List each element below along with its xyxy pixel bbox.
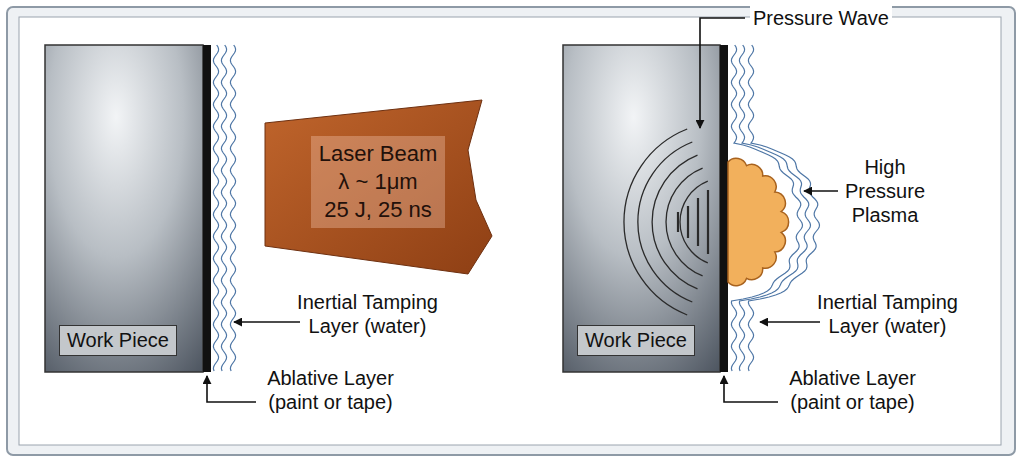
callout-label: Pressure Wave [750, 6, 892, 30]
work-piece [563, 45, 720, 372]
beam-text-panel: Laser Beamλ ~ 1μm25 J, 25 ns [311, 136, 446, 228]
beam-spec: Laser Beam [319, 140, 438, 168]
beam-spec: 25 J, 25 ns [319, 196, 438, 224]
callout-label: Inertial Tamping Layer (water) [280, 290, 455, 338]
callout-label: Inertial Tamping Layer (water) [800, 290, 975, 338]
ablative-layer [720, 45, 728, 372]
outer-frame [7, 7, 1015, 455]
part-label: Work Piece [577, 325, 695, 356]
work-piece: Work Piece [563, 45, 720, 372]
part-label: Work Piece [59, 325, 177, 356]
work-piece [45, 45, 203, 372]
callout-label: High Pressure Plasma [835, 155, 935, 227]
callout-label: Ablative Layer (paint or tape) [770, 366, 935, 414]
leader-lines [207, 18, 838, 402]
pressure-wave [624, 129, 708, 315]
callout-label: Ablative Layer (paint or tape) [248, 366, 413, 414]
plasma [728, 158, 789, 285]
water-layer [213, 45, 819, 371]
work-piece: Work Piece [45, 45, 203, 372]
laser-beam: Laser Beamλ ~ 1μm25 J, 25 ns [262, 98, 494, 278]
beam-spec: λ ~ 1μm [319, 168, 438, 196]
ablative-layer [203, 45, 211, 372]
inner-frame [19, 17, 1001, 445]
